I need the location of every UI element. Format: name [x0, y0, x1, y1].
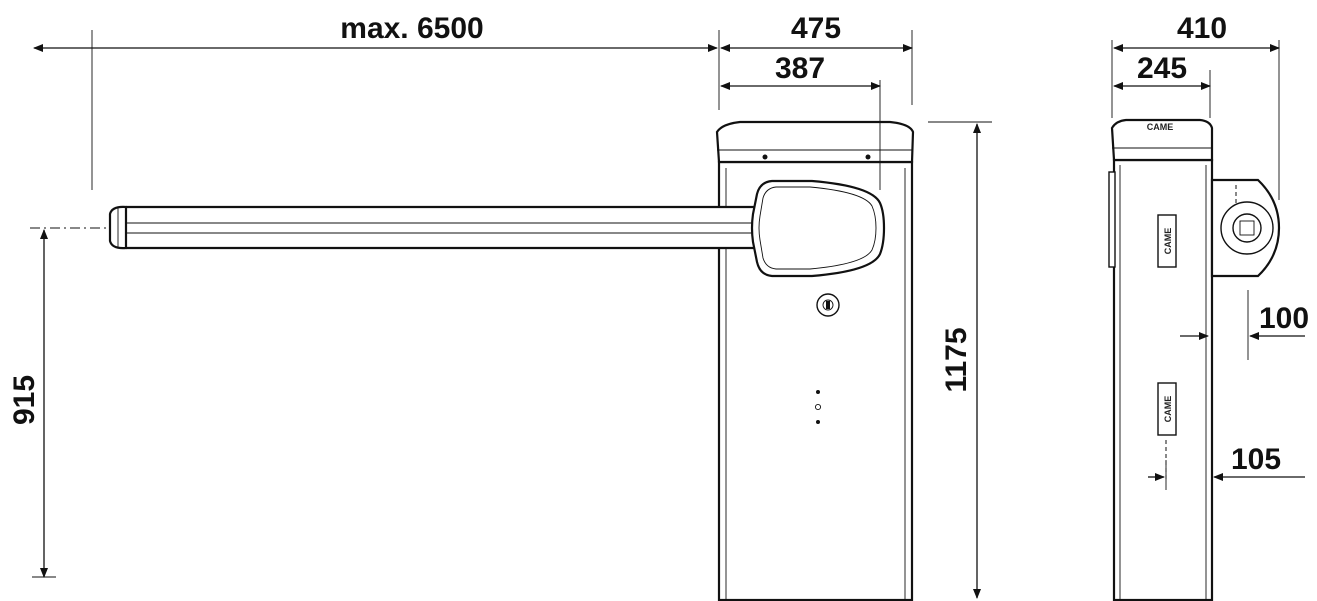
- dim-cabinet-height: 1175: [940, 327, 973, 392]
- boom-cover: [750, 179, 886, 278]
- gear-square-shaft: [1239, 220, 1255, 236]
- front-dimensions: max. 6500 475 387 1175 915: [8, 12, 992, 599]
- boom-cover-inner: [758, 186, 877, 270]
- cover-screw-left: [762, 154, 768, 160]
- side-dimensions: 410 245 100 105: [1111, 12, 1309, 490]
- cabinet-top-cover: [715, 120, 915, 164]
- dim-side-hole-offset-2: 105: [1231, 443, 1281, 476]
- dim-boom-axis-offset: 387: [775, 52, 825, 85]
- front-view: [30, 120, 915, 601]
- side-top-cover: [1110, 118, 1214, 162]
- boom-arm: [126, 205, 762, 250]
- logo-upper: CAME: [1163, 228, 1173, 255]
- key-slot: [826, 301, 830, 309]
- indicator-dot-1: [816, 390, 820, 394]
- side-hinge-bar: [1108, 171, 1116, 268]
- side-cover-logo: CAME: [1147, 122, 1174, 132]
- logo-plate-upper: [1157, 214, 1177, 268]
- gear-hub: [1232, 213, 1262, 243]
- dim-side-depth: 410: [1177, 12, 1227, 45]
- key-lock-core: [822, 299, 834, 311]
- dim-side-hole-offset-1: 100: [1259, 302, 1309, 335]
- logo-lower: CAME: [1163, 396, 1173, 423]
- cover-screw-right: [865, 154, 871, 160]
- indicator-dot-2: [814, 403, 822, 411]
- logo-plate-lower: [1157, 382, 1177, 436]
- dim-boom-axis-height: 915: [8, 375, 41, 425]
- side-view: CAME CAME CAME: [1108, 118, 1281, 601]
- dim-cabinet-width: 475: [791, 12, 841, 45]
- indicator-dot-3: [816, 420, 820, 424]
- dim-boom-length: max. 6500: [340, 12, 483, 45]
- dim-side-axis-depth: 245: [1137, 52, 1187, 85]
